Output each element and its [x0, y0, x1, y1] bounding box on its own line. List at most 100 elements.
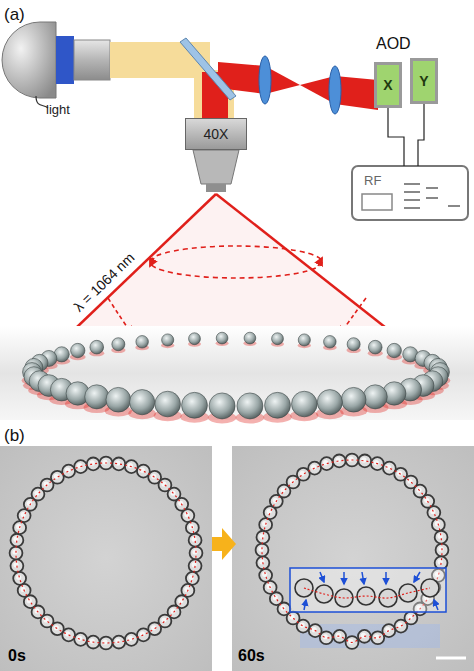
lamp-label: light [46, 103, 70, 116]
inset-beads [295, 572, 439, 610]
bead [100, 637, 113, 650]
bead-center [128, 463, 133, 468]
bead [162, 334, 174, 346]
bead [317, 390, 342, 415]
trap-path [16, 463, 196, 643]
bead [427, 506, 440, 519]
node-text: 40X [204, 127, 229, 141]
bead [368, 340, 382, 354]
bead-center [280, 487, 285, 492]
bead [435, 531, 448, 544]
bead-center [27, 501, 32, 506]
objective-box: 40X [185, 118, 247, 150]
force-arrow [362, 572, 364, 584]
rf-generator: RF [352, 166, 468, 220]
lens [259, 56, 271, 104]
rf-knob [404, 183, 420, 185]
bead [363, 385, 387, 409]
bead [112, 338, 125, 351]
bead-center [77, 636, 82, 641]
lamp-dome [2, 22, 56, 98]
bead [256, 544, 269, 557]
bead [358, 454, 371, 467]
bead-center [259, 559, 264, 564]
lamp-body [74, 40, 110, 80]
bead-center [192, 562, 197, 567]
bead-center [102, 459, 107, 464]
node-text: RF [364, 174, 381, 187]
sample-plane [0, 326, 474, 420]
bead-center [435, 521, 440, 526]
panel-label: (b) [4, 427, 25, 444]
bead [71, 343, 85, 357]
bead [272, 333, 284, 345]
aod-crystal: X [374, 62, 402, 108]
scan-arrow [150, 258, 154, 266]
scan-arrow [318, 258, 322, 266]
bead [324, 336, 337, 349]
bead-center [374, 460, 379, 465]
bead [216, 332, 228, 344]
bead-center [258, 546, 263, 551]
bead [10, 534, 23, 547]
bead-center [12, 549, 17, 554]
bead-center [27, 598, 32, 603]
bead-center [336, 633, 341, 638]
bead-center [374, 634, 379, 639]
rf-knob [404, 207, 420, 209]
scan-path [150, 246, 322, 278]
bead [125, 633, 138, 646]
bead-ring [10, 457, 203, 650]
panel-label: (a) [4, 6, 25, 23]
rf-knob [426, 187, 438, 189]
bead-center [189, 524, 194, 529]
bead [265, 392, 291, 418]
micrograph [232, 446, 474, 671]
bead-center [178, 598, 183, 603]
bead [399, 584, 417, 602]
bead [259, 518, 272, 531]
node-text: X [383, 78, 392, 92]
rf-panel [362, 184, 460, 210]
bead [308, 462, 321, 475]
bead [85, 385, 109, 409]
bead-center [348, 456, 353, 461]
force-arrow [434, 600, 438, 610]
bead [130, 390, 155, 415]
micrograph [0, 446, 212, 671]
bead [74, 633, 87, 646]
bead [298, 334, 310, 346]
bead [13, 572, 26, 585]
bead [371, 631, 384, 644]
bead [106, 387, 131, 412]
scale-bar [436, 657, 466, 660]
bead [394, 620, 407, 633]
bead [341, 387, 366, 412]
bead-center [77, 463, 82, 468]
bead [237, 393, 263, 419]
bead [189, 333, 201, 345]
bead [320, 457, 333, 470]
bead-ring [22, 332, 451, 423]
bead [90, 340, 104, 354]
bead [87, 457, 100, 470]
mirror [180, 38, 236, 100]
bead [189, 534, 202, 547]
bead [387, 343, 401, 357]
bead [137, 628, 150, 641]
force-arrow [385, 572, 387, 584]
device-label: AOD [376, 36, 411, 52]
bead-center [90, 639, 95, 644]
bead-center [361, 633, 366, 638]
bead [181, 509, 194, 522]
bead [136, 336, 149, 349]
lamp-ring [56, 36, 74, 84]
time-label: 60s [238, 648, 265, 664]
objective-lens [193, 150, 239, 184]
bead [112, 457, 125, 470]
force-arrow [320, 572, 324, 582]
bead-center [336, 457, 341, 462]
